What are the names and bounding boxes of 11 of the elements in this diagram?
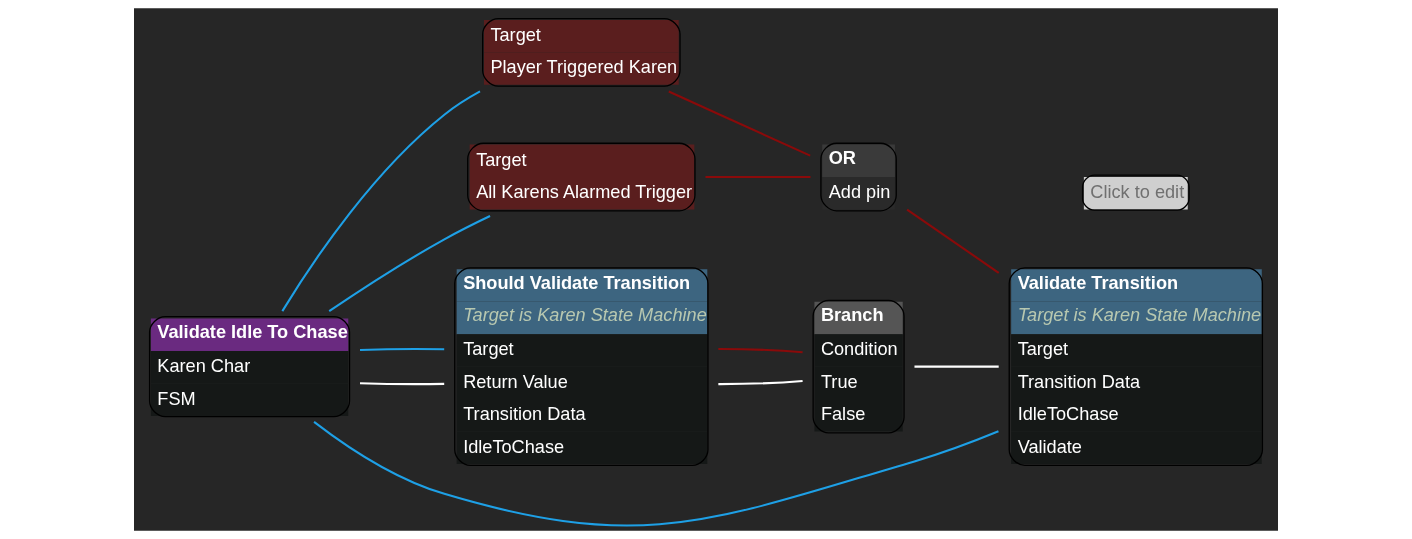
connector: [718, 379, 803, 386]
connector: [281, 90, 481, 312]
connector: [668, 90, 811, 157]
connector: [718, 348, 803, 354]
connector: [705, 176, 811, 179]
connector: [914, 365, 999, 368]
connector: [328, 215, 491, 313]
connector: [360, 348, 445, 351]
connector: [906, 208, 1000, 274]
connector: [360, 382, 445, 386]
connector: [313, 420, 999, 527]
